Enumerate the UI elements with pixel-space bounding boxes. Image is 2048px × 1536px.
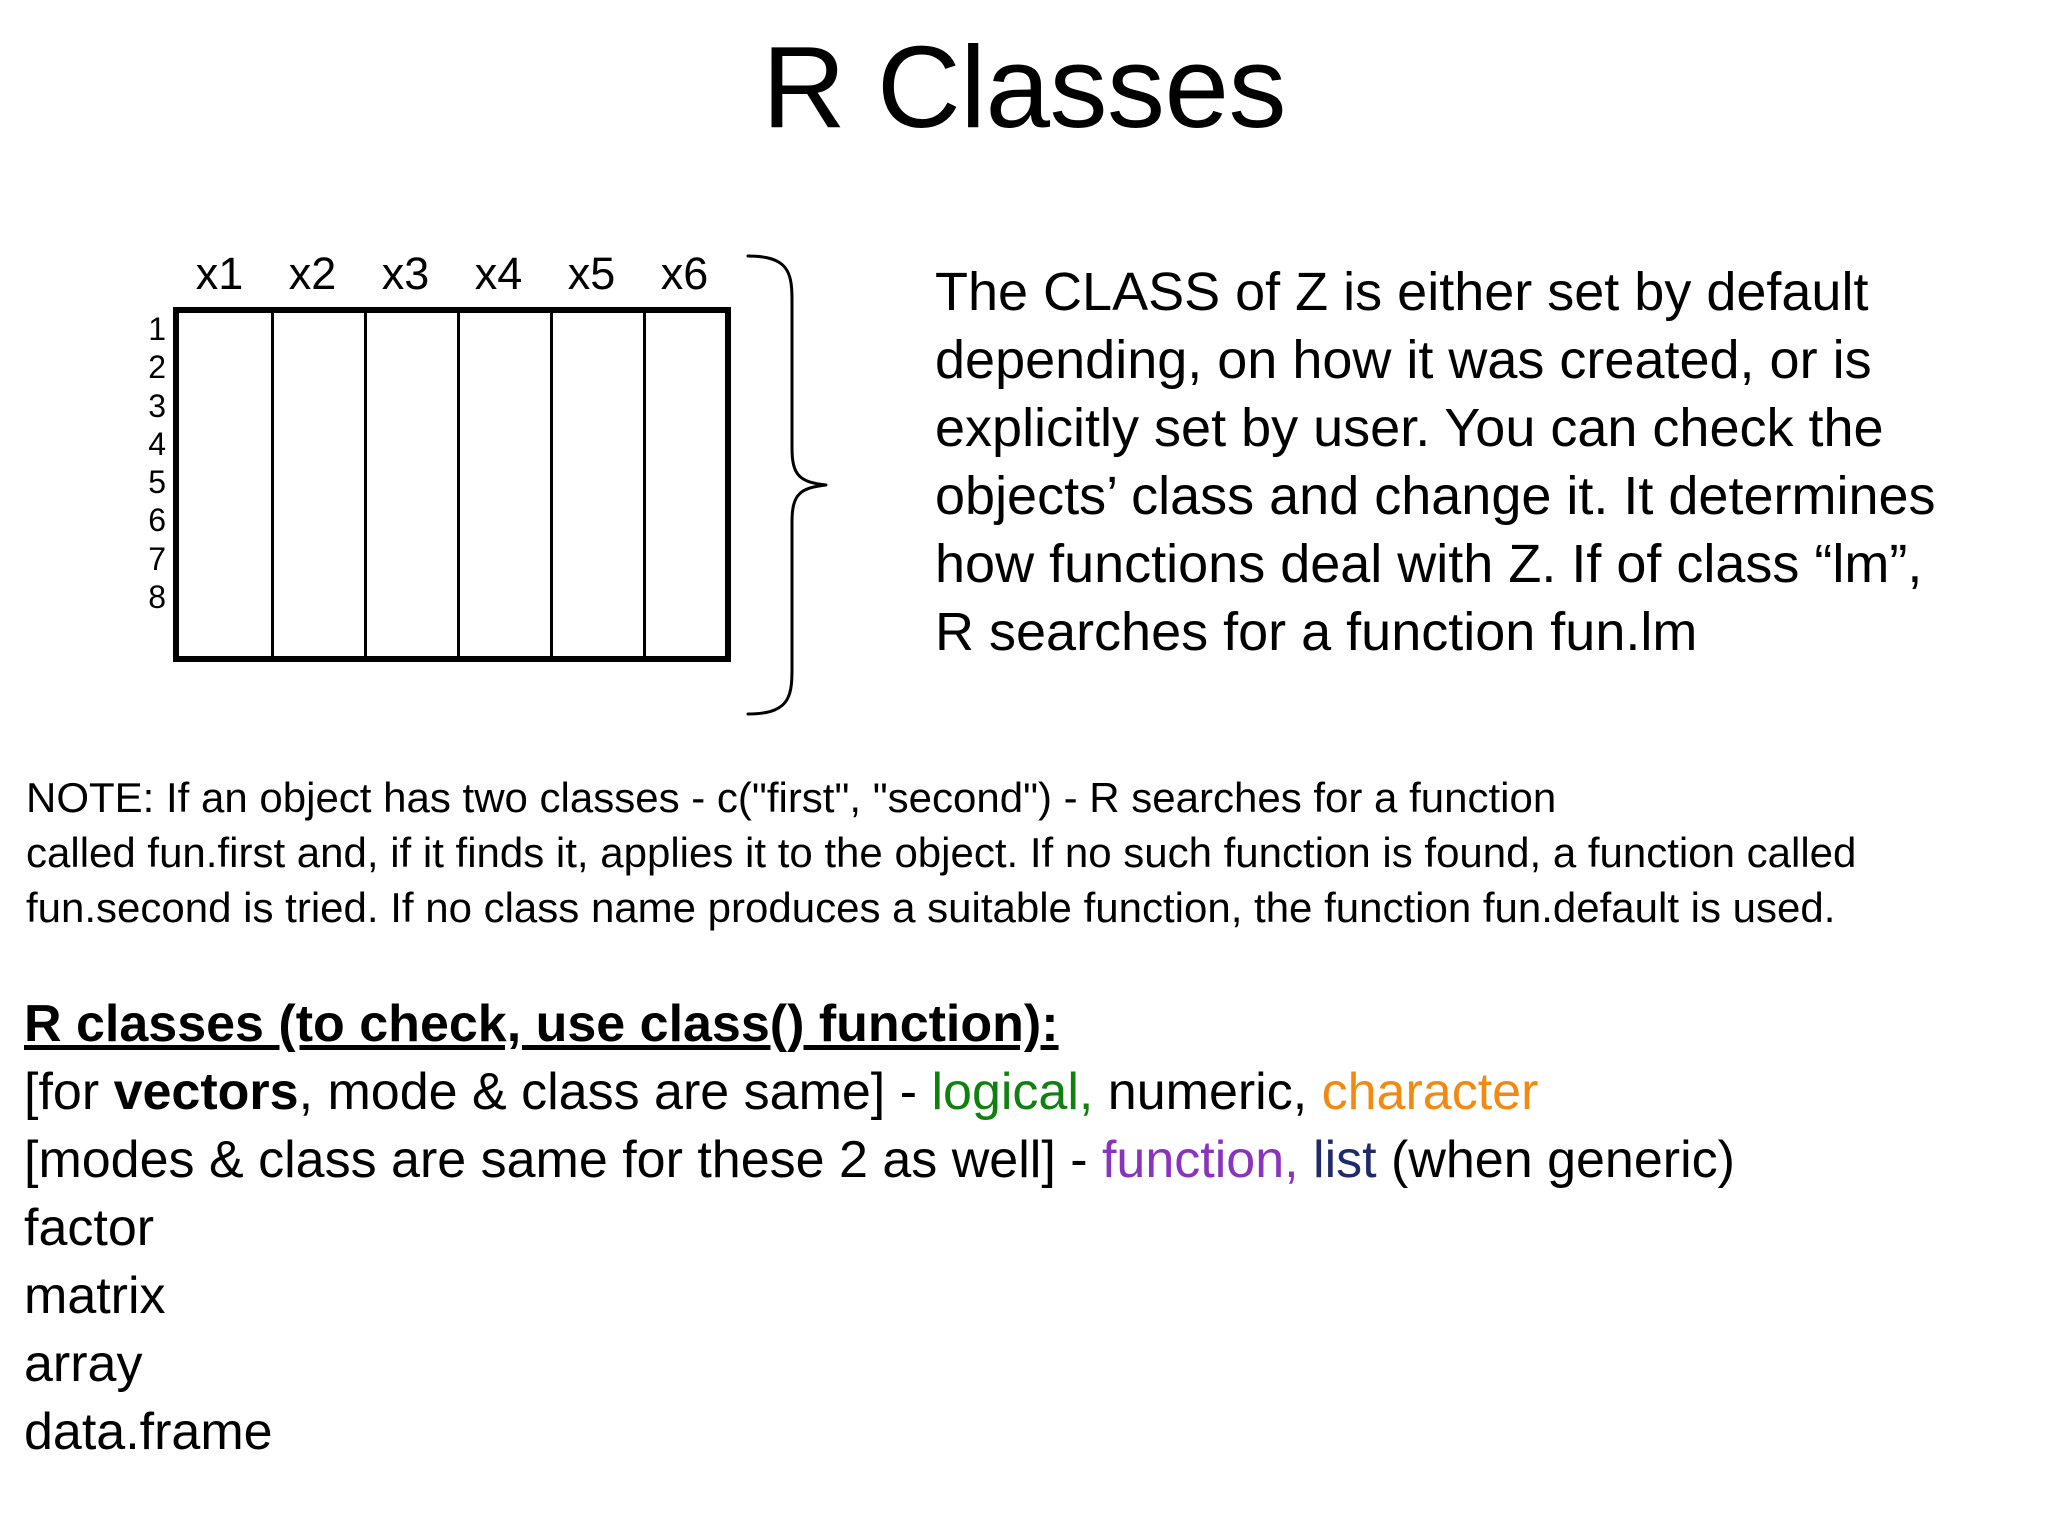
class-item-numeric: numeric, <box>1093 1063 1308 1121</box>
class-item-array: array <box>24 1335 143 1393</box>
classes-heading: R classes (to check, use class() functio… <box>24 995 1059 1053</box>
matrix-row-label: 1 <box>148 311 166 347</box>
curly-brace-icon <box>746 254 828 716</box>
vectors-line-prefix: [for <box>24 1063 114 1121</box>
class-description-paragraph: The CLASS of Z is either set by default … <box>935 258 2035 666</box>
modes-class-line: [modes & class are same for these 2 as w… <box>24 1126 2024 1194</box>
vectors-line-middle: , mode & class are same] - <box>298 1063 932 1121</box>
page-title: R Classes <box>761 22 1287 152</box>
modes-line-suffix: (when generic) <box>1376 1131 1735 1189</box>
class-item-dataframe: data.frame <box>24 1403 273 1461</box>
paragraph-line: R searches for a function fun.lm <box>935 602 1698 662</box>
brace-container <box>740 250 860 720</box>
matrix-row-label: 5 <box>148 464 166 501</box>
matrix-row-label: 7 <box>148 540 166 577</box>
paragraph-line: explicitly set by user. You can check th… <box>935 398 1884 458</box>
matrix-row-label-column: 1 2 3 4 5 6 7 8 <box>120 313 166 613</box>
matrix-column-header: x1 <box>195 248 244 299</box>
note-line: fun.second is tried. If no class name pr… <box>26 884 1836 931</box>
class-item-function: function, <box>1101 1131 1299 1189</box>
note-paragraph: NOTE: If an object has two classes - c("… <box>26 770 2026 935</box>
matrix-column-divider <box>364 313 367 656</box>
matrix-column-header: x3 <box>381 248 430 299</box>
matrix-column-divider <box>457 313 460 656</box>
matrix-column-header: x5 <box>567 248 616 299</box>
note-line: NOTE: If an object has two classes - c("… <box>26 774 1557 821</box>
paragraph-line: depending, on how it was created, or is <box>935 330 1872 390</box>
matrix-row-label: 8 <box>148 578 166 615</box>
vectors-class-line: [for vectors, mode & class are same] - l… <box>24 1058 2024 1126</box>
class-item-matrix: matrix <box>24 1267 166 1325</box>
matrix-column-divider <box>550 313 553 656</box>
matrix-column-header-row: x1 x2 x3 x4 x5 x6 <box>173 245 743 305</box>
matrix-column-header: x6 <box>660 248 709 299</box>
matrix-diagram: x1 x2 x3 x4 x5 x6 1 2 3 4 5 6 7 8 <box>120 245 740 705</box>
matrix-column-divider <box>271 313 274 656</box>
matrix-column-divider <box>643 313 646 656</box>
matrix-row-label: 4 <box>148 425 166 462</box>
matrix-row-label: 2 <box>148 349 166 386</box>
matrix-column-header: x4 <box>474 248 523 299</box>
class-item-list: list <box>1298 1131 1377 1189</box>
r-classes-list-section: R classes (to check, use class() functio… <box>24 990 2024 1466</box>
classes-heading-row: R classes (to check, use class() functio… <box>24 990 2024 1058</box>
vectors-bold-word: vectors <box>113 1063 299 1121</box>
paragraph-line: objects’ class and change it. It determi… <box>935 466 1936 526</box>
class-item-character: character <box>1307 1063 1539 1121</box>
class-item-factor: factor <box>24 1199 155 1257</box>
matrix-grid-box <box>173 307 731 662</box>
modes-line-prefix: [modes & class are same for these 2 as w… <box>24 1131 1102 1189</box>
matrix-row-label: 3 <box>148 387 166 424</box>
note-line: called fun.first and, if it finds it, ap… <box>26 829 1857 876</box>
class-item-logical: logical, <box>931 1063 1094 1121</box>
paragraph-line: The CLASS of Z is either set by default <box>935 262 1869 322</box>
matrix-row-label: 6 <box>148 502 166 539</box>
paragraph-line: how functions deal with Z. If of class “… <box>935 534 1923 594</box>
matrix-column-header: x2 <box>288 248 337 299</box>
